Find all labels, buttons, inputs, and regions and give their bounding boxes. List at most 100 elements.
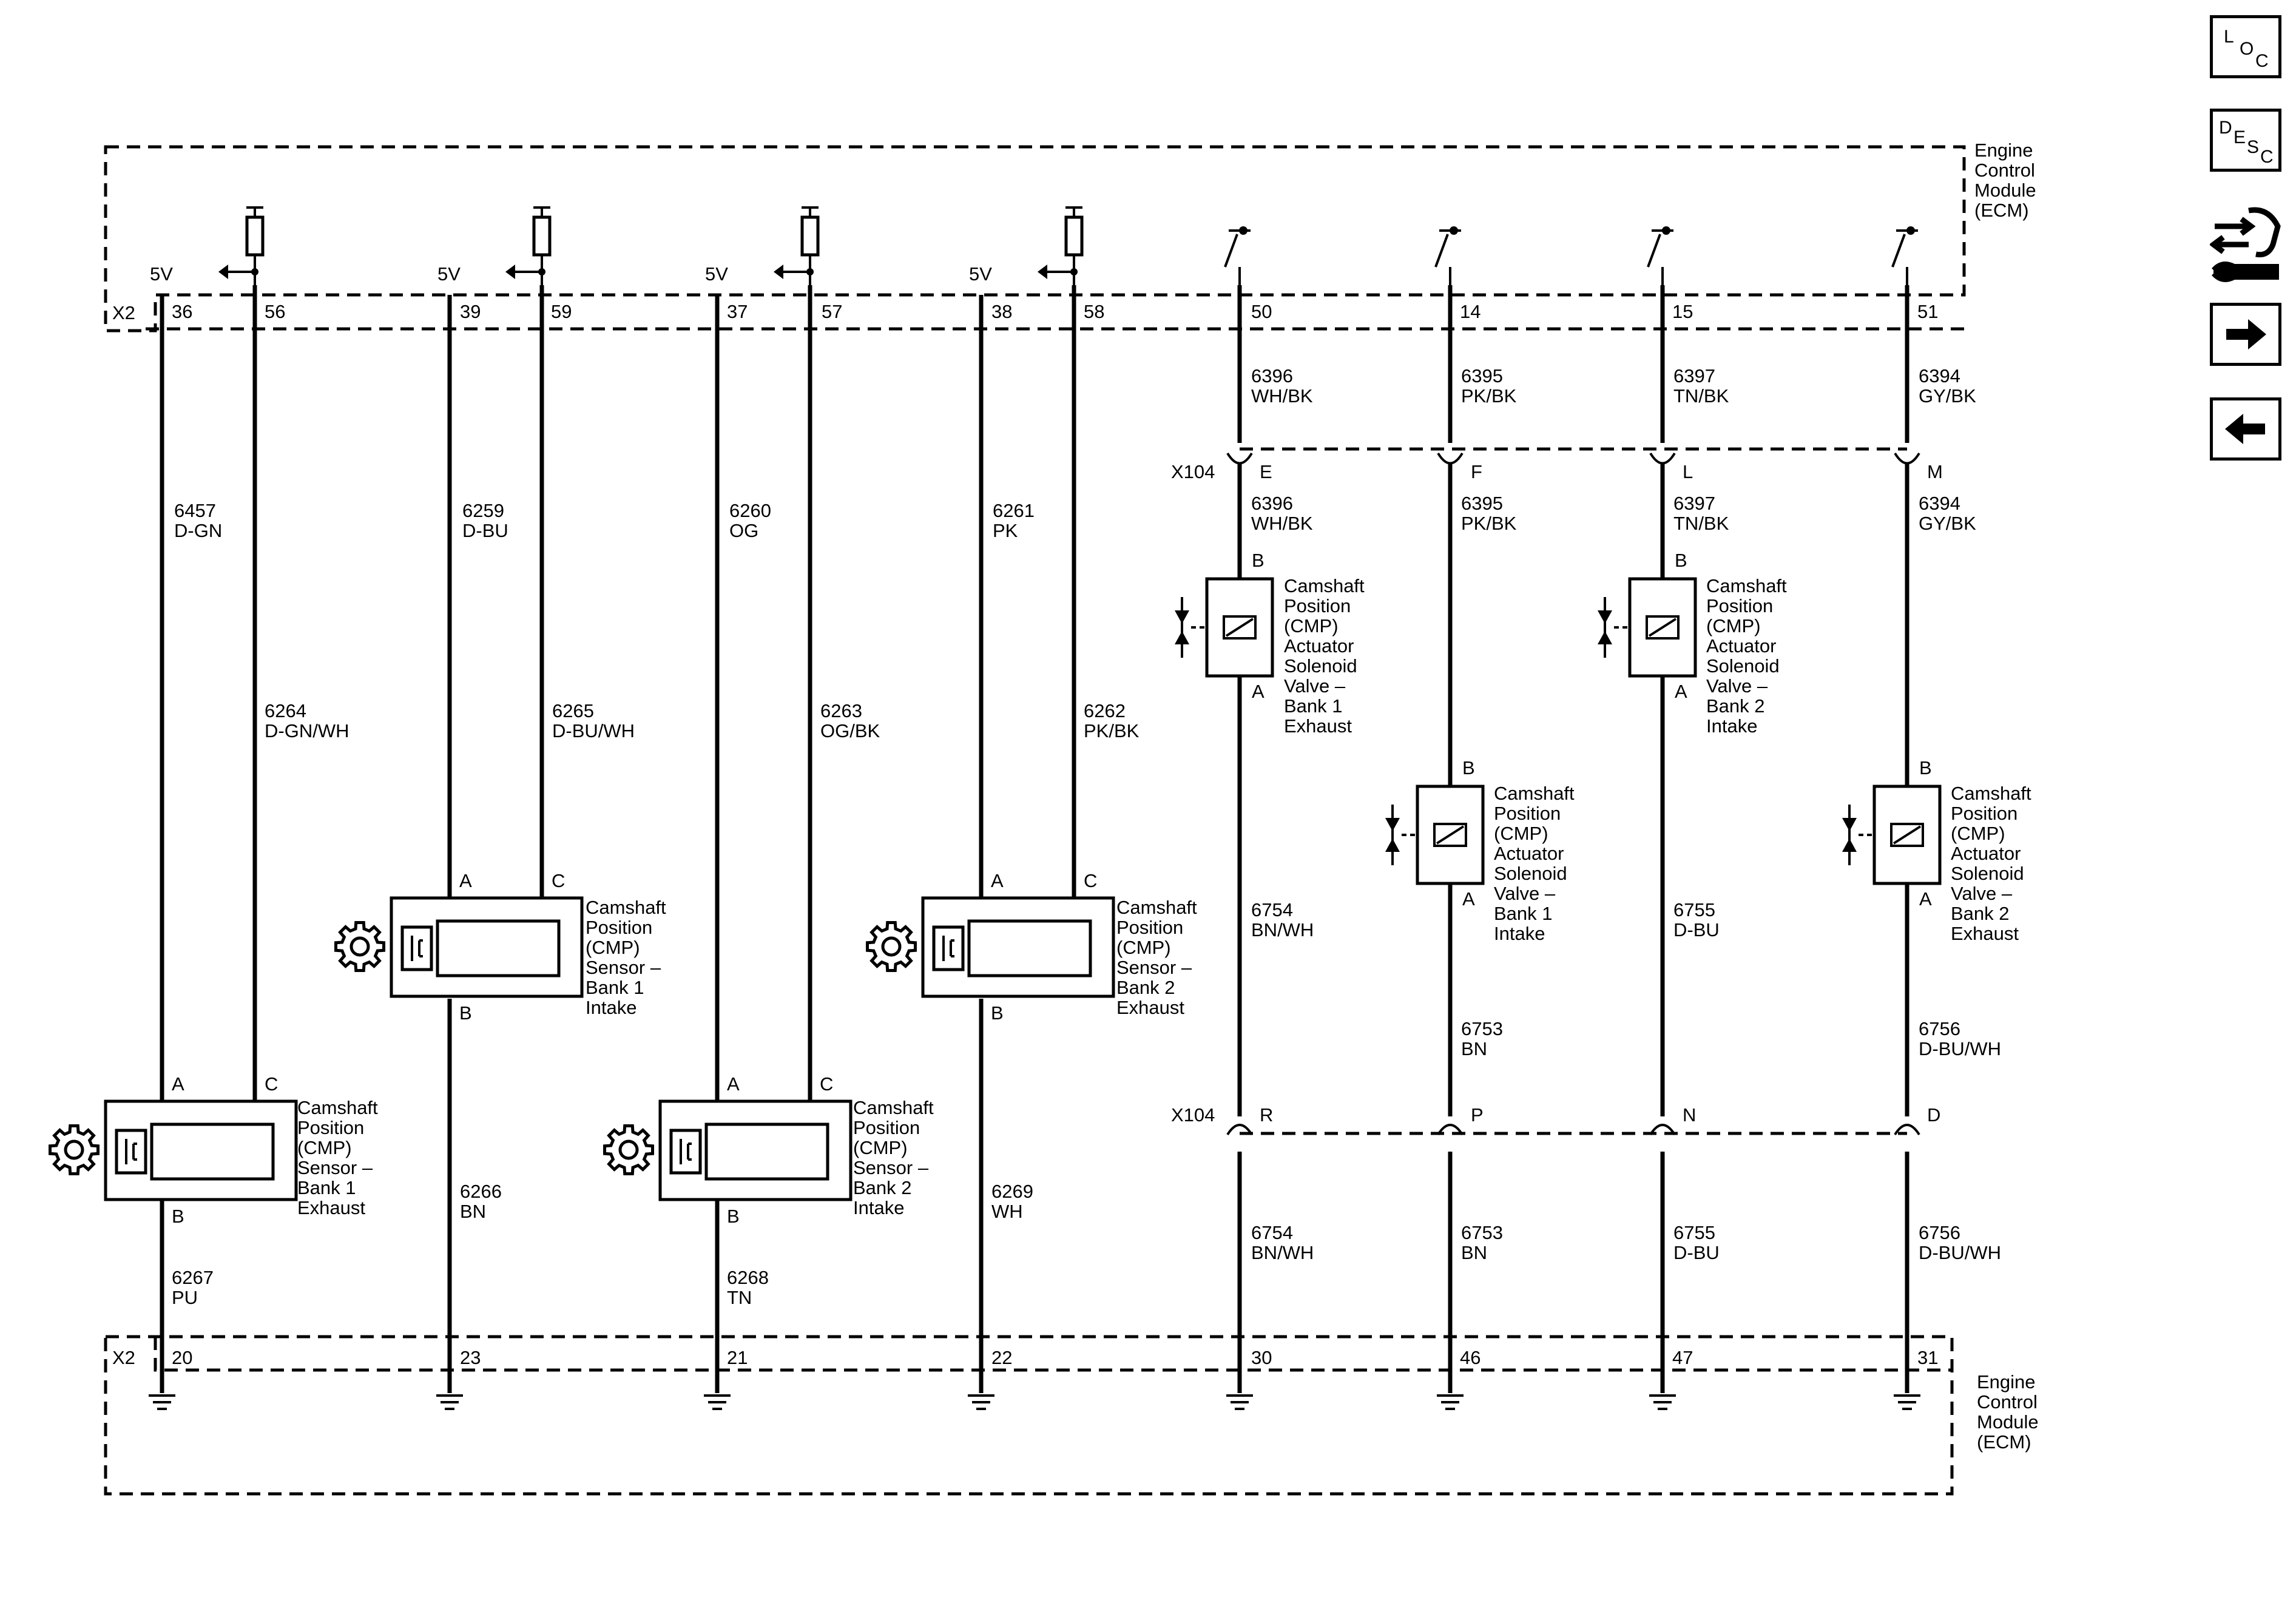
cmp-solenoid-b2_exhaust: BACamshaftPosition(CMP)ActuatorSolenoidV… <box>1842 757 2031 944</box>
svg-text:6753: 6753 <box>1461 1018 1503 1039</box>
desc-icon: D E S C <box>2219 118 2274 167</box>
solenoid-name-line: Valve – <box>1951 883 2013 904</box>
ref-circuit-4: 5V <box>969 206 1084 285</box>
next-page-button[interactable] <box>2210 303 2281 366</box>
sensor-name-line: Sensor – <box>853 1157 929 1178</box>
sensor-name-line: Position <box>586 917 652 938</box>
sensor-name-line: Bank 2 <box>853 1177 912 1198</box>
ecm-top-outline <box>104 145 1966 333</box>
solenoid-name-line: Bank 2 <box>1706 695 1765 717</box>
svg-text:6753: 6753 <box>1461 1222 1503 1243</box>
svg-text:6394: 6394 <box>1919 365 1960 387</box>
voltage-5v-label: 5V <box>969 263 992 285</box>
svg-text:6260: 6260 <box>729 500 771 521</box>
desc-button[interactable]: D E S C <box>2210 109 2281 172</box>
svg-text:6395: 6395 <box>1461 365 1503 387</box>
gear-icon <box>866 921 917 972</box>
solenoid-name-line: Valve – <box>1706 675 1768 697</box>
sensor-name-line: Intake <box>853 1197 904 1218</box>
svg-text:D-BU: D-BU <box>1673 1242 1720 1263</box>
svg-text:OG/BK: OG/BK <box>820 720 880 741</box>
svg-text:57: 57 <box>822 301 842 322</box>
svg-text:C: C <box>2255 51 2269 71</box>
svg-text:47: 47 <box>1672 1347 1693 1368</box>
solenoid-name-line: Camshaft <box>1951 783 2031 804</box>
ecm-label-bottom: Engine Control Module (ECM) <box>1977 1371 2039 1453</box>
ground-icon <box>149 1394 175 1410</box>
svg-text:BN: BN <box>460 1201 486 1222</box>
ground-icon <box>704 1394 731 1410</box>
sensor-name-line: Exhaust <box>1116 997 1184 1018</box>
svg-text:BN: BN <box>1461 1038 1487 1059</box>
cmp-solenoid-b1_exhaust: BACamshaftPosition(CMP)ActuatorSolenoidV… <box>1175 550 1365 737</box>
svg-text:6263: 6263 <box>820 700 862 721</box>
wires <box>160 285 1909 1393</box>
svg-text:6265: 6265 <box>552 700 594 721</box>
solenoid-name-line: Solenoid <box>1951 863 2024 884</box>
svg-text:N: N <box>1683 1104 1696 1126</box>
x104-bottom-label: X104 <box>1171 1104 1215 1126</box>
solenoid-name-line: Bank 1 <box>1284 695 1343 717</box>
ground-icon <box>1437 1394 1464 1410</box>
svg-text:15: 15 <box>1672 301 1693 322</box>
svg-text:(ECM): (ECM) <box>1974 200 2029 221</box>
pin-c-label: C <box>820 1073 833 1095</box>
solenoid-name-line: Position <box>1494 803 1561 824</box>
solenoid-name-line: Exhaust <box>1284 715 1352 737</box>
svg-text:TN/BK: TN/BK <box>1673 385 1729 407</box>
svg-text:WH/BK: WH/BK <box>1251 385 1313 407</box>
pin-c-label: C <box>1084 870 1097 891</box>
pin-b-label: B <box>1919 757 1932 778</box>
solenoid-name-line: Camshaft <box>1494 783 1575 804</box>
svg-text:14: 14 <box>1460 301 1481 322</box>
svg-text:37: 37 <box>727 301 748 322</box>
solenoid-name-line: (CMP) <box>1706 615 1761 636</box>
cmp-solenoid-b2_intake: BACamshaftPosition(CMP)ActuatorSolenoidV… <box>1598 550 1787 737</box>
svg-text:D-GN/WH: D-GN/WH <box>265 720 349 741</box>
solenoid-name-line: Solenoid <box>1706 655 1780 677</box>
svg-text:(ECM): (ECM) <box>1977 1431 2031 1453</box>
svg-text:46: 46 <box>1460 1347 1481 1368</box>
svg-text:51: 51 <box>1917 301 1938 322</box>
pin-b-label: B <box>1252 550 1264 571</box>
gear-icon <box>49 1124 100 1175</box>
svg-text:6262: 6262 <box>1084 700 1126 721</box>
svg-text:D-BU/WH: D-BU/WH <box>552 720 635 741</box>
sensor-name-line: Intake <box>586 997 636 1018</box>
connector-info-button[interactable] <box>2209 202 2281 287</box>
solenoid-name-line: Position <box>1951 803 2017 824</box>
loc-button[interactable]: L O C <box>2210 15 2281 78</box>
svg-text:6396: 6396 <box>1251 365 1293 387</box>
svg-text:6269: 6269 <box>991 1181 1033 1202</box>
connector-wrench-icon <box>2209 207 2281 282</box>
previous-page-button[interactable] <box>2210 397 2281 461</box>
svg-text:6756: 6756 <box>1919 1222 1960 1243</box>
svg-text:S: S <box>2247 137 2259 157</box>
svg-text:39: 39 <box>460 301 481 322</box>
x104-pin-letters: E F L M R P N D <box>1260 461 1943 1126</box>
sensor-name-line: Exhaust <box>297 1197 365 1218</box>
solenoid-name-line: (CMP) <box>1951 823 2005 844</box>
x2-bottom-connector-line <box>154 1337 1952 1372</box>
ecm-label-top: Engine Control Module (ECM) <box>1974 140 2036 221</box>
svg-text:23: 23 <box>460 1347 481 1368</box>
solenoid-name-line: Actuator <box>1494 843 1564 864</box>
svg-text:GY/BK: GY/BK <box>1919 385 1976 407</box>
sensor-name-line: Sensor – <box>586 957 661 978</box>
cmp-actuator-solenoids: BACamshaftPosition(CMP)ActuatorSolenoidV… <box>1175 550 2031 944</box>
pin-b-label: B <box>172 1206 184 1227</box>
svg-text:6396: 6396 <box>1251 493 1293 514</box>
solenoid-name-line: (CMP) <box>1494 823 1548 844</box>
gear-icon <box>334 921 385 972</box>
svg-text:30: 30 <box>1251 1347 1272 1368</box>
svg-text:E: E <box>2234 127 2246 147</box>
solenoid-name-line: Solenoid <box>1284 655 1357 677</box>
svg-text:O: O <box>2240 39 2254 59</box>
x2-top-pin-numbers: 36 56 39 59 37 57 38 58 50 14 15 51 <box>172 301 1938 322</box>
low-side-switch-2 <box>1434 226 1461 285</box>
gear-icon <box>603 1124 654 1175</box>
